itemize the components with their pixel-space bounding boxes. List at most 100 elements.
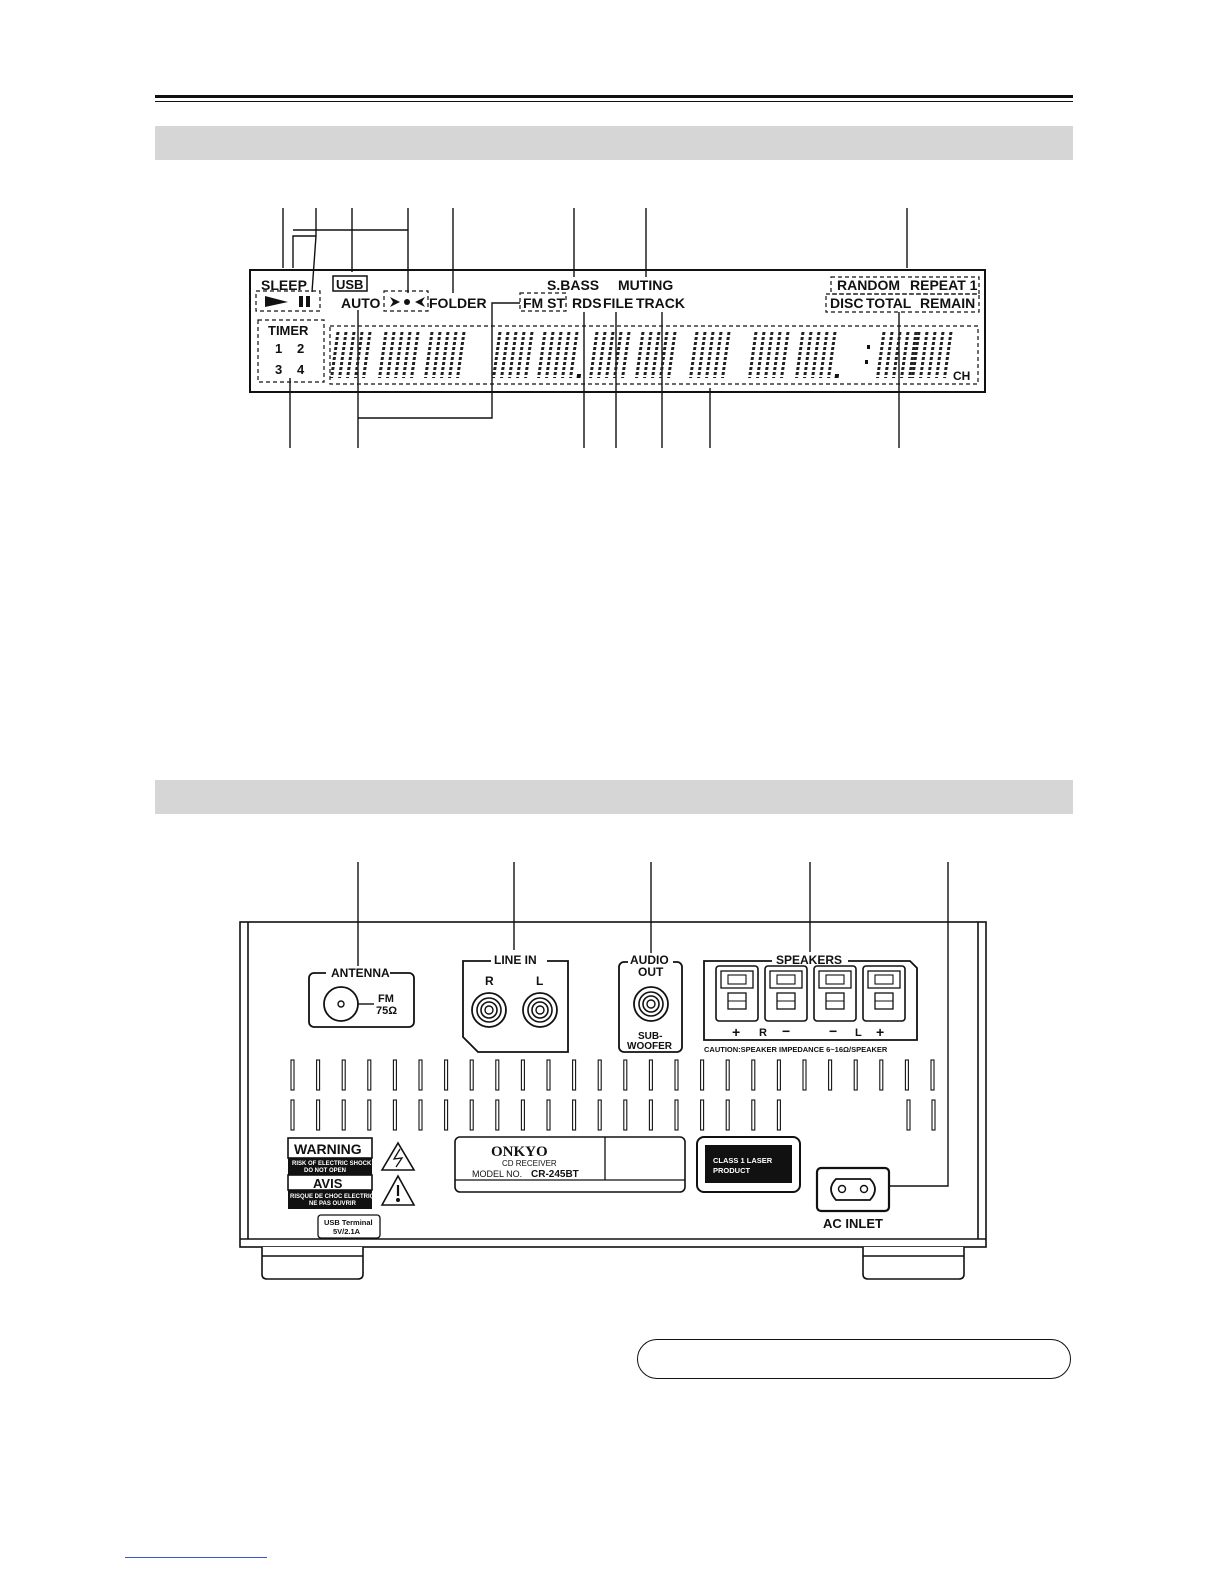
vent-slot <box>418 1099 423 1131</box>
subwoofer-label-2: WOOFER <box>627 1041 673 1052</box>
segment-char <box>748 332 790 378</box>
speaker-r-plus: + <box>732 1024 740 1040</box>
line-in-box <box>462 960 569 1053</box>
audio-out-label-2: OUT <box>638 965 664 979</box>
segment-character-grid <box>330 332 953 378</box>
tuning-left-arrow-icon <box>415 297 425 307</box>
vent-slot <box>546 1059 551 1091</box>
rating-label: ONKYO CD RECEIVER MODEL NO. CR-245BT <box>454 1136 686 1193</box>
avis-sub-1: RISQUE DE CHOC ELECTRIQUE <box>290 1194 383 1200</box>
segment-char <box>537 332 582 378</box>
model-number: CR-245BT <box>531 1169 579 1180</box>
pause-icon <box>299 296 303 307</box>
speaker-l-minus: − <box>829 1023 837 1039</box>
vent-slot <box>725 1099 730 1131</box>
repeat1-indicator: REPEAT 1 <box>910 277 978 293</box>
sleep-indicator: SLEEP <box>261 277 307 293</box>
folder-indicator: FOLDER <box>429 295 487 311</box>
vent-slot <box>469 1059 474 1091</box>
segment-char <box>795 332 840 378</box>
vent-slot <box>853 1059 858 1091</box>
footer-link-underline <box>125 1557 267 1558</box>
vent-slot <box>316 1059 321 1091</box>
usb-terminal-label-2: 5V/2.1A <box>333 1227 361 1236</box>
vent-slot <box>648 1059 653 1091</box>
vent-slot <box>367 1059 372 1091</box>
section-band-rear-panel <box>155 780 1073 814</box>
speaker-caution-text: CAUTION:SPEAKER IMPEDANCE 6~16Ω/SPEAKER <box>704 1045 888 1054</box>
rds-indicator: RDS <box>572 295 602 311</box>
remain-indicator: REMAIN <box>920 295 975 311</box>
line-in-l-label: L <box>536 974 543 988</box>
timer-indicator: TIMER <box>268 323 309 338</box>
vent-slot <box>725 1059 730 1091</box>
vent-slot <box>700 1059 705 1091</box>
colon-dot-upper <box>867 345 870 349</box>
cabinet-feet <box>261 1247 965 1280</box>
muting-indicator: MUTING <box>618 277 673 293</box>
track-indicator: TRACK <box>636 295 685 311</box>
warning-title: WARNING <box>294 1141 362 1157</box>
caution-warning-icon <box>380 1174 416 1206</box>
fm-label: FM <box>378 993 394 1005</box>
vent-slot <box>341 1059 346 1091</box>
avis-sub-2: NE PAS OUVRIR <box>309 1201 357 1207</box>
speaker-r-minus: − <box>782 1023 790 1039</box>
usb-indicator: USB <box>336 277 363 292</box>
speaker-l-label: L <box>855 1027 862 1039</box>
vent-slot <box>597 1099 602 1131</box>
vent-slot <box>290 1059 295 1091</box>
header-rule-thin <box>155 101 1073 102</box>
section-band-display <box>155 126 1073 160</box>
electric-shock-warning-icon <box>380 1141 416 1171</box>
segment-char <box>911 332 953 378</box>
line-in-r-jack <box>471 992 507 1028</box>
vent-slot <box>751 1059 756 1091</box>
brand-logo: ONKYO <box>491 1144 548 1160</box>
usb-indicator-box <box>332 275 368 292</box>
laser-label-text-2: PRODUCT <box>713 1166 751 1175</box>
vent-slot <box>879 1059 884 1091</box>
lcd-frame <box>249 269 986 393</box>
header-rule-thick <box>155 95 1073 98</box>
audio-out-label-1: AUDIO <box>630 953 669 967</box>
random-indicator: RANDOM <box>837 277 900 293</box>
warning-sub-2: DO NOT OPEN <box>304 1168 346 1174</box>
vent-slot <box>392 1059 397 1091</box>
timer-number-3: 3 <box>275 362 282 377</box>
display-callout-lines-top <box>282 208 908 293</box>
speaker-l-plus: + <box>876 1024 884 1040</box>
segment-char <box>689 332 731 378</box>
speaker-terminal <box>813 965 857 1022</box>
usb-terminal-label-1: USB Terminal <box>324 1218 373 1227</box>
laser-label-text-1: CLASS 1 LASER <box>713 1156 773 1165</box>
line-in-l-jack <box>522 992 558 1028</box>
vent-slot <box>572 1099 577 1131</box>
vent-slot <box>444 1099 449 1131</box>
avis-title: AVIS <box>313 1176 343 1191</box>
vent-slot <box>931 1099 936 1131</box>
vent-slot <box>469 1099 474 1131</box>
ac-inlet-frame <box>815 1166 891 1213</box>
cabinet-outline <box>239 921 987 1248</box>
vent-slot <box>418 1059 423 1091</box>
file-indicator: FILE <box>603 295 633 311</box>
display-diagram: SLEEP USB AUTO FOLDER FM ST S.BASS MUTIN… <box>249 208 986 448</box>
vent-slot <box>623 1059 628 1091</box>
timer-number-1: 1 <box>275 341 282 356</box>
segment-char <box>635 332 677 378</box>
fm-st-indicator: FM ST <box>523 295 565 311</box>
vent-slot <box>828 1059 833 1091</box>
vent-slot <box>648 1099 653 1131</box>
subwoofer-jack <box>633 986 669 1022</box>
vent-slot <box>520 1099 525 1131</box>
auto-indicator: AUTO <box>341 295 381 311</box>
vent-slot <box>906 1099 911 1131</box>
vent-slot <box>495 1059 500 1091</box>
tuned-dot-icon <box>404 299 410 305</box>
vent-slot <box>546 1099 551 1131</box>
antenna-label: ANTENNA <box>331 966 390 980</box>
warning-sub-1: RISK OF ELECTRIC SHOCK <box>292 1161 372 1167</box>
laser-label <box>705 1145 792 1183</box>
